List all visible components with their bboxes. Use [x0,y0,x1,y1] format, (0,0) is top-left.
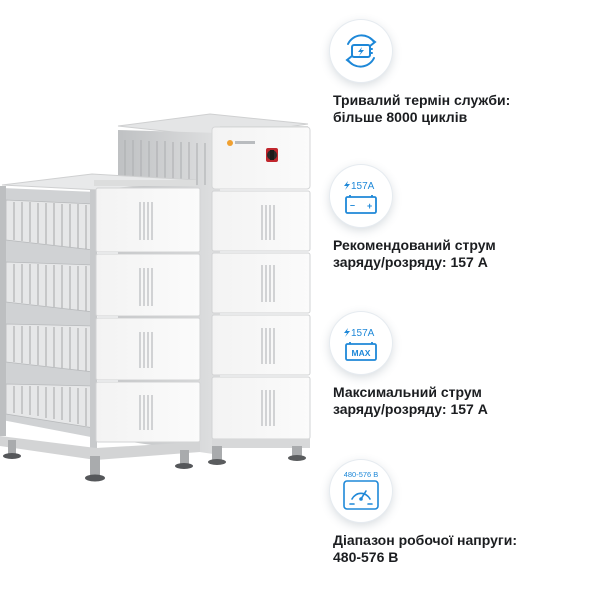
feature-recommended-current-text: Рекомендований струм заряду/розряду: 157… [333,237,598,271]
svg-text:–: – [350,200,355,210]
lightning-icon [344,181,350,190]
feature-line: Діапазон робочої напруги: [333,532,517,548]
feature-line: Тривалий термін служби: [333,92,511,108]
feature-cycle-life-text: Тривалий термін служби: більше 8000 цикл… [333,92,598,126]
battery-max-current-icon: 157A MAX [330,312,392,374]
feature-max-current-text: Максимальний струм заряду/розряду: 157 А [333,384,598,418]
battery-current-icon: 157A – + [330,165,392,227]
battery-system-image [0,113,311,482]
voltage-badge-text: 480-576 В [344,470,379,479]
battery-rack-illustration [0,113,311,482]
max-label-text: MAX [352,348,371,358]
solar-brand-logo-icon [227,140,255,146]
feature-line: заряду/розряду: 157 А [333,401,488,417]
front-battery-rack [0,173,201,482]
features-list: Тривалий термін служби: більше 8000 цикл… [330,0,600,600]
voltage-gauge-icon: 480-576 В [330,460,392,522]
svg-text:+: + [367,201,372,211]
feature-line: Максимальний струм [333,384,482,400]
battery-cycle-icon [330,20,392,82]
feature-line: заряду/розряду: 157 А [333,254,488,270]
rotary-switch-icon [266,148,278,162]
feature-line: більше 8000 циклів [333,109,468,125]
lightning-icon [344,328,350,337]
current-badge-text: 157A [351,328,375,339]
current-badge-text: 157A [351,181,375,192]
feature-line: Рекомендований струм [333,237,496,253]
feature-line: 480-576 В [333,549,399,565]
feature-voltage-range-text: Діапазон робочої напруги: 480-576 В [333,532,598,566]
